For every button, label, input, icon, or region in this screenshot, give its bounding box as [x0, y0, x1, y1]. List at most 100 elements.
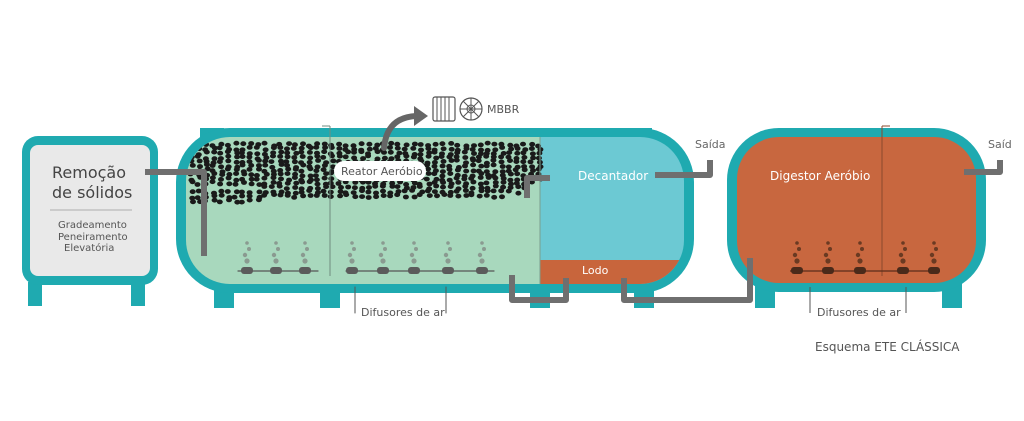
mbbr-media-pellet: [454, 142, 461, 148]
digester-label: Digestor Aeróbio: [770, 169, 871, 183]
mbbr-media-pellet: [470, 162, 477, 168]
mbbr-media-pellet: [389, 184, 396, 189]
mbbr-media-pellet: [507, 142, 514, 148]
mbbr-media-pellet: [394, 145, 401, 151]
mbbr-media-pellet: [246, 193, 253, 199]
mbbr-media-pellet: [321, 175, 328, 181]
mbbr-media-pellet: [233, 189, 240, 195]
mbbr-media-pellet: [246, 154, 253, 160]
mbbr-media-pellet: [505, 188, 512, 194]
mbbr-media-pellet: [194, 182, 201, 187]
air-bubble: [795, 241, 799, 245]
mbbr-media-pellet: [329, 184, 336, 190]
mbbr-media-pellet: [224, 189, 231, 194]
air-bubble: [934, 247, 938, 251]
mbbr-media-pellet: [431, 171, 438, 177]
mbbr-media-pellet: [535, 155, 542, 161]
mbbr-media-pellet: [448, 158, 455, 163]
mbbr-media-pellet: [513, 159, 520, 165]
mbbr-media-pellet: [327, 189, 334, 195]
mbbr-media-pellet: [234, 154, 241, 160]
mbbr-media-pellet: [365, 179, 372, 185]
mbbr-media-pellet: [246, 190, 253, 196]
mbbr-media-pellet: [483, 180, 490, 186]
mbbr-media-pellet: [484, 188, 491, 194]
mbbr-media-pellet: [345, 184, 352, 190]
mbbr-media-pellet: [498, 154, 505, 160]
mbbr-media-pellet: [284, 150, 291, 156]
mbbr-media-pellet: [233, 167, 240, 173]
air-bubble: [383, 247, 387, 251]
air-bubble: [303, 241, 307, 245]
air-bubble: [350, 241, 354, 245]
mbbr-media-pellet: [335, 181, 342, 186]
mbbr-media-pellet: [432, 141, 439, 147]
mbbr-media-pellet: [440, 180, 447, 185]
mbbr-media-pellet: [381, 155, 388, 161]
air-bubble: [380, 258, 386, 264]
mbbr-media-pellet: [490, 157, 497, 163]
mbbr-media-pellet: [470, 157, 477, 163]
mbbr-media-pellet: [403, 142, 410, 148]
mbbr-media-pellet: [490, 162, 497, 168]
air-bubble: [411, 258, 417, 264]
mbbr-media-pellet: [411, 194, 418, 200]
mbbr-media-pellet: [453, 188, 460, 194]
mbbr-media-pellet: [216, 159, 223, 165]
mbbr-media-pellet: [530, 155, 537, 161]
mbbr-media-pellet: [447, 193, 454, 198]
mbbr-media-pellet: [256, 182, 263, 188]
air-bubble: [931, 258, 937, 264]
mbbr-media-pellet: [417, 142, 424, 147]
mbbr-media-pellet: [446, 167, 453, 172]
mbbr-media-pellet: [529, 151, 536, 157]
sludge-transfer-pipe: [509, 258, 753, 303]
mbbr-media-pellet: [298, 149, 305, 155]
mbbr-media-pellet: [433, 183, 440, 189]
mbbr-media-pellet: [476, 193, 483, 199]
mbbr-media-pellet: [512, 167, 519, 173]
mbbr-media-pellet: [233, 171, 240, 177]
mbbr-media-pellet: [224, 142, 231, 148]
air-bubble: [244, 258, 250, 264]
mbbr-media-pellet: [351, 185, 358, 191]
air-bubble: [794, 258, 800, 264]
mbbr-media-pellet: [469, 185, 476, 191]
mbbr-media-pellet: [194, 153, 201, 159]
mbbr-media-pellet: [189, 195, 196, 201]
air-bubble: [273, 258, 279, 264]
mbbr-media-pellet: [322, 145, 329, 151]
air-bubble: [826, 241, 830, 245]
mbbr-media-pellet: [246, 145, 253, 150]
mbbr-media-pellet: [441, 192, 448, 198]
mbbr-media-pellet: [514, 150, 521, 156]
mbbr-media-pellet: [239, 193, 246, 199]
mbbr-media-layer: [187, 140, 544, 205]
mbbr-media-pellet: [461, 149, 468, 155]
mbbr-media-pellet: [313, 168, 320, 174]
mbbr-media-pellet: [439, 173, 446, 179]
mbbr-media-pellet: [492, 180, 499, 185]
reactor-diffusers-label: Difusores de ar: [361, 306, 445, 319]
mbbr-label: MBBR: [487, 103, 520, 116]
mbbr-media-pellet: [365, 189, 372, 195]
mbbr-media-pellet: [209, 163, 216, 168]
mbbr-arrowhead-icon: [414, 106, 428, 126]
mbbr-media-pellet: [321, 193, 328, 198]
mbbr-media-pellet: [277, 154, 284, 159]
mbbr-media-pellet: [394, 141, 401, 147]
mbbr-media-pellet: [307, 155, 314, 161]
mbbr-media-pellet: [499, 145, 506, 150]
air-diffuser: [299, 267, 311, 274]
digester-outlet-pipe: [964, 160, 1003, 175]
mbbr-media-pellet: [401, 188, 408, 194]
air-bubble: [349, 258, 355, 264]
mbbr-media-pellet: [300, 162, 307, 168]
mbbr-media-pellet: [508, 146, 515, 152]
mbbr-media-pellet: [387, 149, 394, 155]
mbbr-media-pellet: [307, 145, 314, 151]
mbbr-media-pellet: [218, 192, 225, 198]
mbbr-media-pellet: [483, 193, 490, 198]
mbbr-media-pellet: [352, 194, 359, 200]
